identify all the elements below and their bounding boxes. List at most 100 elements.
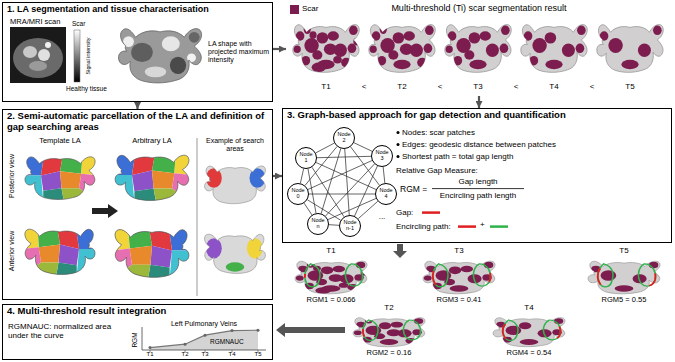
chart-axes (142, 327, 266, 350)
illustration-part (296, 261, 369, 294)
node-label: Node 0 (291, 188, 306, 200)
illustration-part (115, 155, 189, 200)
illustration-part (380, 25, 428, 68)
illustration-part (23, 46, 37, 58)
illustration-part (313, 266, 368, 294)
illustration-part (503, 320, 518, 341)
graph-edge (383, 167, 385, 183)
illustration-part (473, 264, 490, 286)
graph-edge (304, 203, 312, 215)
node-label: Node 1 (299, 152, 314, 164)
search-area-posterior (205, 166, 266, 204)
la-scar-t5 (597, 25, 663, 73)
graph-edge (308, 161, 372, 190)
illustration-part (543, 320, 560, 340)
graph-edge (300, 169, 303, 184)
illustration-part (294, 31, 339, 60)
illustration-part (22, 150, 98, 201)
graph-node: Node 2 (333, 127, 355, 149)
illustration-part (206, 238, 263, 272)
illustration-part (206, 168, 265, 188)
graph-node: Node 0 (287, 183, 309, 205)
illustration-part (149, 346, 152, 349)
illustration-part (446, 31, 491, 60)
chart-note: RGMNAUC: normalized area under the curve (8, 322, 126, 340)
panel-heading: 3. Graph-based approach for gap detectio… (283, 109, 671, 122)
bullet (397, 143, 400, 146)
graph-edge (309, 194, 375, 195)
threshold-label: < (590, 82, 595, 91)
la-gap-t5 (588, 261, 660, 294)
illustration-part (600, 26, 662, 70)
rgm-value: RGM4 = 0.54 (507, 349, 552, 358)
rgm-value: RGM2 = 0.16 (367, 349, 412, 358)
arbitrary-posterior (112, 148, 192, 202)
template-anterior (22, 222, 98, 276)
graph-edge (329, 224, 339, 226)
template-posterior (22, 150, 98, 201)
graph-edge (358, 201, 378, 218)
threshold-label: T1 (321, 82, 330, 91)
tick-label: T4 (228, 351, 235, 358)
illustration-part (22, 222, 98, 276)
illustration-part (38, 49, 50, 61)
fraction-denominator: Encircling path length (440, 191, 517, 200)
mapping-arrow (92, 204, 118, 218)
illustration-part (598, 264, 613, 287)
illustration-part (588, 261, 660, 294)
node-label: Node 3 (375, 150, 390, 162)
illustration-part (204, 234, 265, 273)
graph-node: Node 3 (371, 145, 393, 167)
step-panel: 3. Graph-based approach for gap detectio… (282, 108, 672, 243)
illustration-part (206, 168, 265, 188)
graph-node: Node 4 (375, 183, 397, 205)
graph-edge (316, 163, 376, 190)
panel-heading: Multi-threshold (Ti) scar segmentation r… (286, 2, 672, 14)
threshold-label: < (362, 82, 367, 91)
rgm-value: RGM3 = 0.41 (437, 296, 482, 305)
formula-label: Relative Gap Measure: (396, 166, 478, 175)
legend-text: Scar (302, 4, 318, 13)
colorbar-label: Signal intensity (85, 38, 91, 75)
threshold-label: T4 (549, 82, 558, 91)
illustration-part (354, 318, 423, 345)
illustration-part (112, 222, 192, 279)
illustration-part (305, 264, 320, 287)
illustration-part (112, 148, 192, 202)
colorbar-label: Healthy tissue (66, 85, 107, 92)
illustration-part (530, 32, 585, 65)
illustration-part (496, 318, 563, 345)
area-label: RGMNAUC (210, 338, 244, 345)
search-area-anterior (204, 234, 265, 273)
result-group: Multi-threshold (Ti) scar segmentation r… (286, 2, 672, 96)
threshold-label: T2 (397, 82, 406, 91)
image-caption: LA shape with projected maximum intensit… (208, 40, 270, 64)
panel-heading: 1. LA segmentation and tissue characteri… (3, 3, 272, 15)
rgm-curve (150, 330, 258, 347)
la-intensity-shape (119, 29, 202, 83)
illustration-part (123, 32, 200, 77)
node-label: Node n (311, 218, 326, 230)
view-label: Posterior view (8, 154, 16, 198)
bullet (397, 155, 400, 158)
graph-node: Node n (307, 213, 329, 235)
graph-edge (321, 149, 341, 214)
illustration-part (591, 262, 658, 292)
graph-edge (326, 164, 375, 216)
la-gap-t2 (353, 318, 425, 347)
graph-edge (312, 167, 344, 217)
graph-edge (354, 143, 372, 152)
illustration-part (433, 264, 448, 287)
threshold-label: < (514, 82, 519, 91)
illustration-part (423, 261, 495, 294)
tick-label: T2 (181, 351, 188, 358)
illustration-part (296, 26, 358, 70)
curve-points (149, 329, 260, 349)
illustration-part (638, 264, 655, 286)
illustration-part (305, 264, 320, 287)
gap-sample (422, 211, 440, 214)
illustration-part (426, 262, 493, 292)
legend-swatch (290, 5, 299, 14)
illustration-part (598, 264, 613, 287)
key-label: Gap: (396, 208, 413, 217)
